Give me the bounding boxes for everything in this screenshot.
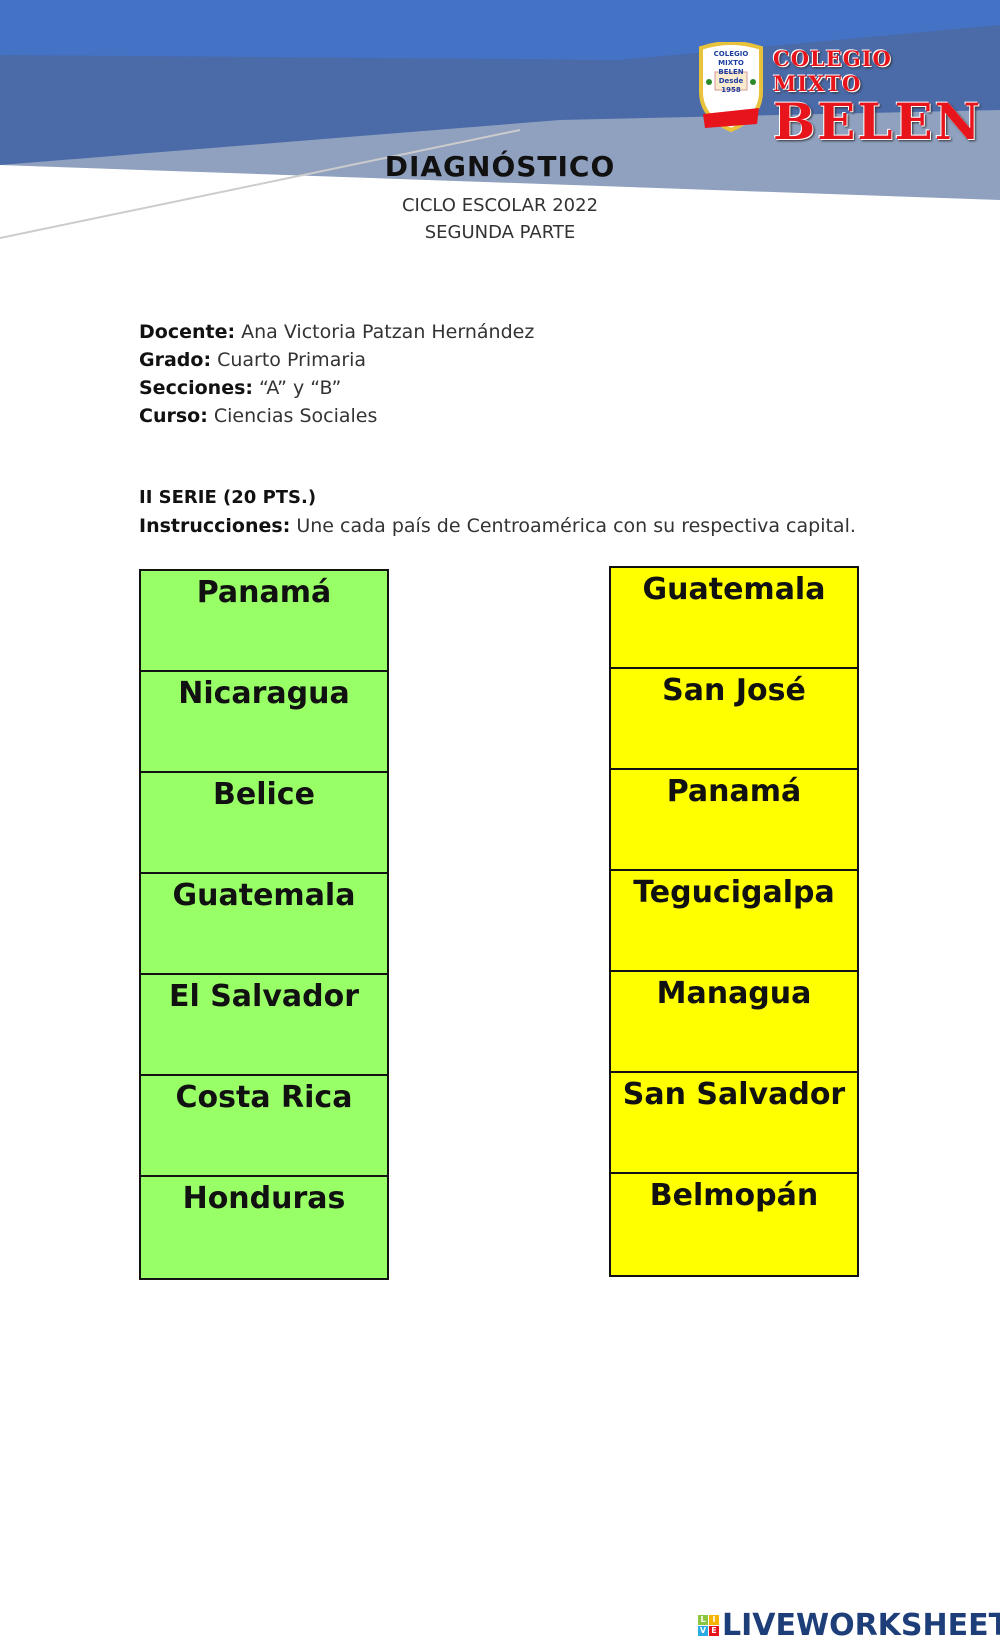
liveworksheets-brand: LIVEWORKSHEETS xyxy=(722,1608,1000,1643)
instructions-label: Instrucciones: xyxy=(139,515,291,537)
info-secciones: Secciones: “A” y “B” xyxy=(139,377,341,399)
info-curso: Curso: Ciencias Sociales xyxy=(139,405,377,427)
school-name-line2: BELEN xyxy=(773,92,983,151)
info-grado: Grado: Cuarto Primaria xyxy=(139,349,366,371)
instructions-text: Une cada país de Centroamérica con su re… xyxy=(296,515,856,537)
school-logo: COLEGIO MIXTO BELEN Desde 1958 COLEGIO M… xyxy=(695,41,980,148)
capital-item[interactable]: Tegucigalpa xyxy=(611,871,857,972)
country-item[interactable]: Honduras xyxy=(141,1177,387,1278)
liveworksheets-logo: L I V E LIVEWORKSHEETS xyxy=(698,1608,1000,1643)
country-item[interactable]: Guatemala xyxy=(141,874,387,975)
curso-value: Ciencias Sociales xyxy=(213,405,378,427)
docente-value: Ana Victoria Patzan Hernández xyxy=(241,321,535,343)
secciones-label: Secciones: xyxy=(139,377,253,399)
capital-item[interactable]: San Salvador xyxy=(611,1073,857,1174)
capital-item[interactable]: San José xyxy=(611,669,857,770)
capital-item[interactable]: Belmopán xyxy=(611,1174,857,1275)
serie-title-text: II SERIE (20 PTS.) xyxy=(139,487,317,508)
info-docente: Docente: Ana Victoria Patzan Hernández xyxy=(139,321,534,343)
grado-label: Grado: xyxy=(139,349,212,371)
country-item[interactable]: Belice xyxy=(141,773,387,874)
secciones-value: “A” y “B” xyxy=(259,377,342,399)
live-blocks-icon: L I V E xyxy=(698,1615,719,1636)
country-item[interactable]: Nicaragua xyxy=(141,672,387,773)
capitals-column: Guatemala San José Panamá Tegucigalpa Ma… xyxy=(609,566,859,1277)
subtitle-part: SEGUNDA PARTE xyxy=(424,222,576,243)
capital-item[interactable]: Managua xyxy=(611,972,857,1073)
countries-column: Panamá Nicaragua Belice Guatemala El Sal… xyxy=(139,569,389,1280)
capital-item[interactable]: Panamá xyxy=(611,770,857,871)
instructions: Instrucciones: Une cada país de Centroam… xyxy=(139,515,856,537)
docente-label: Docente: xyxy=(139,321,236,343)
subtitle-cycle: CICLO ESCOLAR 2022 xyxy=(401,195,599,216)
country-item[interactable]: El Salvador xyxy=(141,975,387,1076)
serie-title: II SERIE (20 PTS.) xyxy=(139,487,316,508)
crest-text: COLEGIO MIXTO BELEN Desde 1958 xyxy=(713,50,749,94)
country-item[interactable]: Panamá xyxy=(141,571,387,672)
grado-value: Cuarto Primaria xyxy=(217,349,367,371)
capital-item[interactable]: Guatemala xyxy=(611,568,857,669)
curso-label: Curso: xyxy=(139,405,208,427)
school-name-line1: COLEGIO MIXTO xyxy=(773,46,892,96)
country-item[interactable]: Costa Rica xyxy=(141,1076,387,1177)
crest-icon xyxy=(699,41,763,133)
page-title: DIAGNÓSTICO xyxy=(384,150,616,183)
